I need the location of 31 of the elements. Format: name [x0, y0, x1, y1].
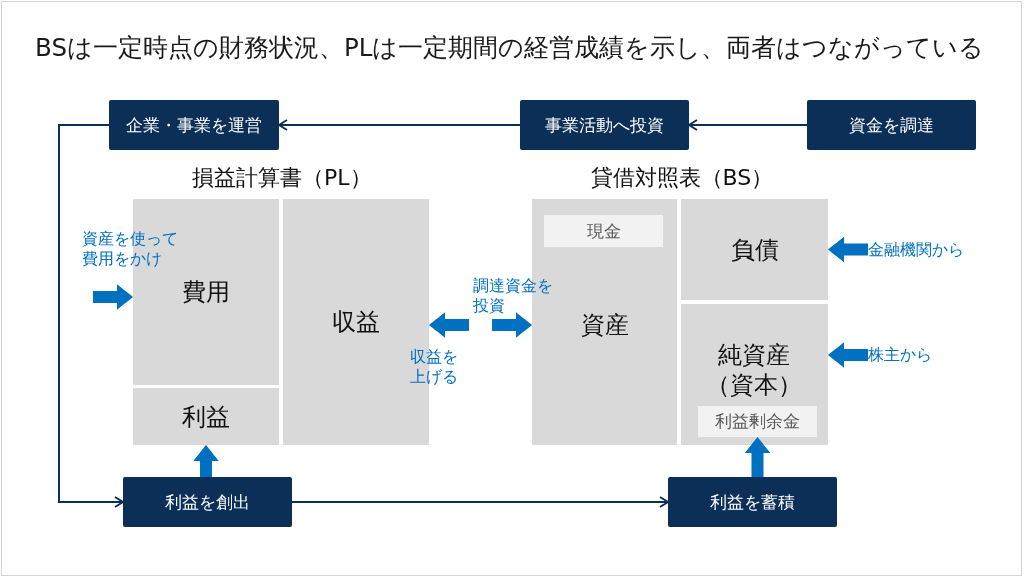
edge-label: 資産を使って費用をかけ: [82, 229, 179, 269]
account-block: 利益: [133, 388, 279, 445]
section-heading: 損益計算書（PL）: [192, 165, 372, 192]
block-arrow: [828, 236, 868, 263]
block-arrow: [193, 445, 219, 477]
edge-label: 収益を上げる: [410, 347, 459, 387]
arrow: [688, 119, 808, 131]
block-arrow: [429, 312, 469, 338]
account-label: 純資産（資本）: [705, 340, 804, 400]
step-box: 利益を創出: [123, 477, 292, 527]
source-text: 株主から: [868, 345, 932, 365]
step-box: 資金を調達: [807, 100, 976, 150]
step-box: 事業活動へ投資: [520, 100, 689, 150]
step-box: 企業・事業を運営: [109, 100, 279, 150]
source-text: 金融機関から: [868, 239, 964, 260]
account-label: 資産: [580, 310, 629, 340]
section-heading: 貸借対照表（BS）: [590, 165, 774, 192]
account-block: 負債: [681, 199, 828, 300]
edge-label: 調達資金を投資: [473, 276, 554, 316]
block-arrow: [93, 284, 133, 310]
arrow: [278, 119, 521, 131]
block-arrow: [828, 342, 868, 368]
sub-account-box: 現金: [544, 215, 663, 247]
step-box: 利益を蓄積: [668, 477, 837, 527]
account-block: [681, 304, 828, 445]
slide-title: BSは一定時点の財務状況、PLは一定期間の経営成績を示し、両者はつながっている: [35, 33, 985, 63]
arrow: [291, 496, 669, 508]
sub-account-box: 利益剰余金: [698, 406, 817, 437]
block-arrow: [492, 312, 532, 338]
arrow: [58, 124, 124, 508]
block-arrow: [744, 437, 771, 477]
